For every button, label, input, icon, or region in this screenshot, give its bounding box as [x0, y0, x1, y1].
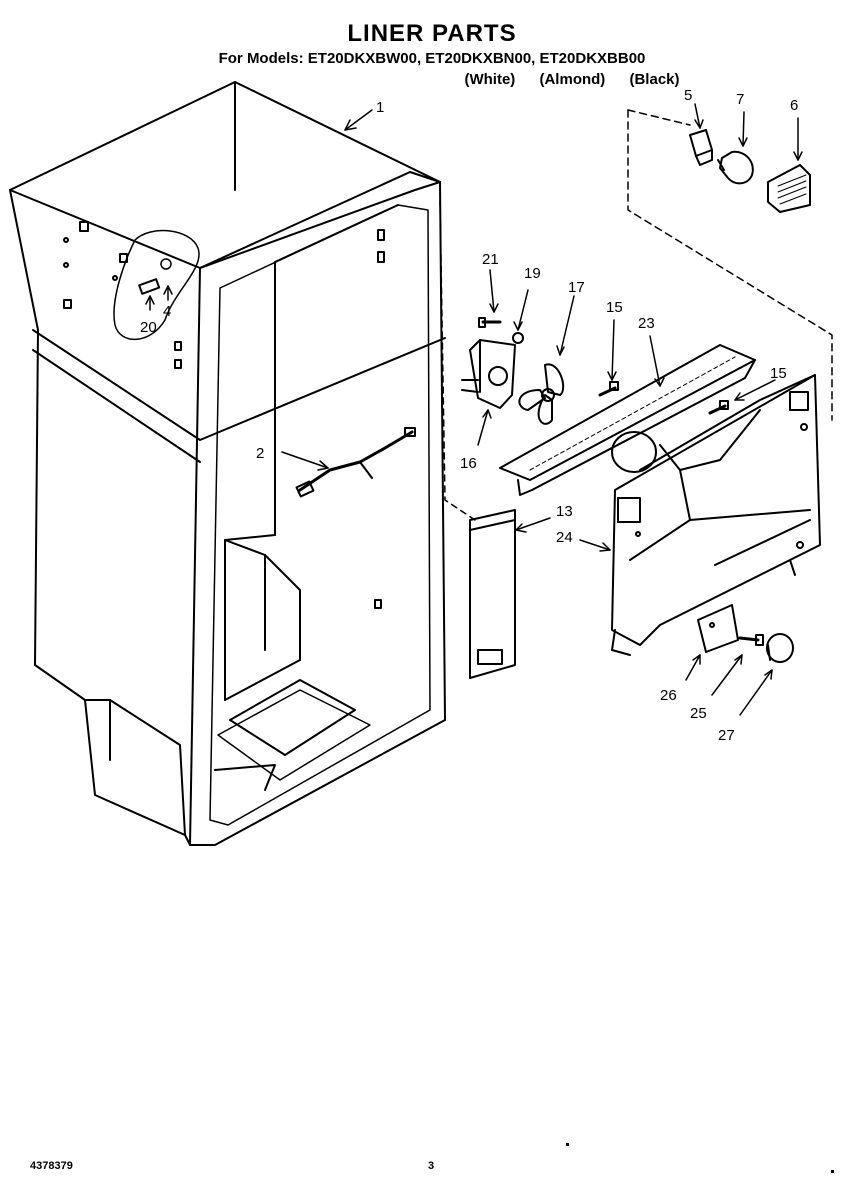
- callout-20: 20: [140, 319, 157, 336]
- leader-lines: [145, 103, 803, 716]
- color-variants: (White) (Almond) (Black): [140, 71, 864, 88]
- lamp-cover: [767, 164, 811, 213]
- fan-blade: [518, 363, 565, 425]
- liner-cabinet: [9, 81, 476, 846]
- side-panel-13: [469, 509, 516, 679]
- screw-15b: [708, 400, 729, 415]
- color-black: (Black): [629, 71, 680, 88]
- callout-6: 6: [790, 97, 798, 114]
- document-number: 4378379: [30, 1160, 73, 1172]
- callout-23: 23: [638, 315, 655, 332]
- wire-harness: [295, 427, 416, 498]
- air-duct-channel: [499, 344, 756, 496]
- callout-13: 13: [556, 503, 573, 520]
- lamp-socket: [689, 129, 713, 166]
- screw-25: [738, 634, 764, 646]
- grommet-19: [512, 332, 524, 344]
- callout-15a: 15: [606, 299, 623, 316]
- callout-19: 19: [524, 265, 541, 282]
- callout-1: 1: [376, 99, 384, 116]
- fan-motor-bracket: [461, 339, 516, 409]
- page-title: LINER PARTS: [347, 20, 517, 47]
- control-plate: [697, 604, 739, 653]
- callout-24: 24: [556, 529, 573, 546]
- callout-17: 17: [568, 279, 585, 296]
- screw-15a: [598, 381, 619, 397]
- page-number: 3: [428, 1160, 435, 1172]
- screw-21: [478, 317, 502, 328]
- color-almond: (Almond): [539, 71, 606, 88]
- callout-2: 2: [256, 445, 264, 462]
- callout-26: 26: [660, 687, 677, 704]
- models-line: For Models: ET20DKXBW00, ET20DKXBN00, ET…: [218, 50, 646, 67]
- evaporator-cover-panel: [611, 374, 821, 656]
- callout-5: 5: [684, 87, 692, 104]
- lamp-bulb: [717, 150, 754, 185]
- callout-15b: 15: [770, 365, 787, 382]
- color-white: (White): [464, 71, 516, 88]
- callout-21: 21: [482, 251, 499, 268]
- callout-27: 27: [718, 727, 735, 744]
- callout-25: 25: [690, 705, 707, 722]
- knob-27: [766, 633, 794, 663]
- callout-4: 4: [163, 303, 171, 320]
- callout-16: 16: [460, 455, 477, 472]
- callout-7: 7: [736, 91, 744, 108]
